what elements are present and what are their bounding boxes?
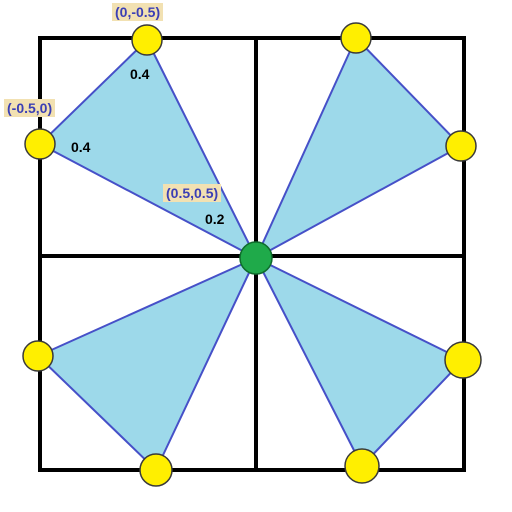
triangle-bottom-right <box>255 257 464 467</box>
coord-label-left-vertex: (-0.5,0) <box>4 99 56 117</box>
value-label-left-vertex: 0.4 <box>71 139 91 155</box>
vertex-bottom-left-b <box>139 453 173 487</box>
vertices <box>22 22 482 487</box>
vertex-top-left-a <box>131 24 163 56</box>
vertex-bottom-right-a <box>444 341 482 379</box>
triangle-bottom-left <box>37 257 257 471</box>
vertex-top-right-b <box>445 130 477 162</box>
value-label-top-vertex: 0.4 <box>130 66 150 82</box>
triangles <box>37 37 464 471</box>
vertex-top-left-b <box>24 128 56 160</box>
vertex-bottom-right-b <box>344 448 380 484</box>
value-label-center: 0.2 <box>205 211 225 227</box>
coord-label-top-vertex: (0,-0.5) <box>112 3 164 21</box>
triangle-top-right <box>255 37 462 259</box>
center-point <box>239 241 273 275</box>
vertex-bottom-left-a <box>22 340 54 372</box>
triangle-top-left <box>39 39 257 259</box>
vertex-top-right-a <box>340 22 372 54</box>
coord-label-center: (0.5,0.5) <box>163 184 222 202</box>
